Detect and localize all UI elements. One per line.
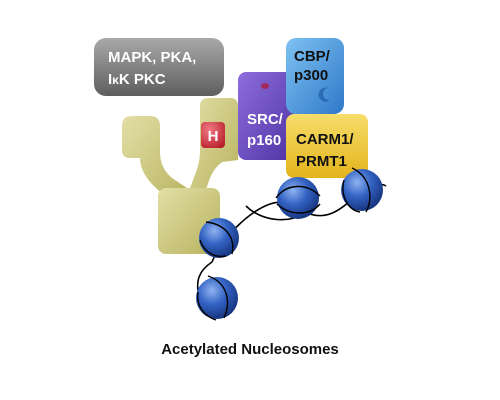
kinases-label-line2: IκK PKC bbox=[108, 71, 166, 88]
h-badge: H bbox=[201, 122, 225, 148]
nucleosome-2 bbox=[341, 167, 383, 213]
src-label-line2: p160 bbox=[247, 132, 281, 149]
h-badge-label: H bbox=[208, 128, 219, 145]
kinases-box: MAPK, PKA, IκK PKC bbox=[94, 38, 224, 96]
kinases-label-line1: MAPK, PKA, bbox=[108, 49, 196, 66]
carm-label-line2: PRMT1 bbox=[296, 153, 347, 170]
carm1-prmt1-box: CARM1/ PRMT1 bbox=[286, 114, 368, 178]
cbp-label-line1: CBP/ bbox=[294, 48, 331, 65]
cbp-p300-box: CBP/ p300 bbox=[286, 38, 344, 114]
carm-label-line1: CARM1/ bbox=[296, 131, 354, 148]
src-p160-box: SRC/ p160 bbox=[238, 72, 294, 160]
nucleosome-4 bbox=[196, 275, 238, 321]
src-label-line1: SRC/ bbox=[247, 111, 284, 128]
cbp-label-line2: p300 bbox=[294, 67, 328, 84]
caption-acetylated-nucleosomes: Acetylated Nucleosomes bbox=[161, 341, 339, 358]
nucleosome-1 bbox=[275, 177, 321, 219]
nucleosome-3 bbox=[199, 218, 239, 258]
